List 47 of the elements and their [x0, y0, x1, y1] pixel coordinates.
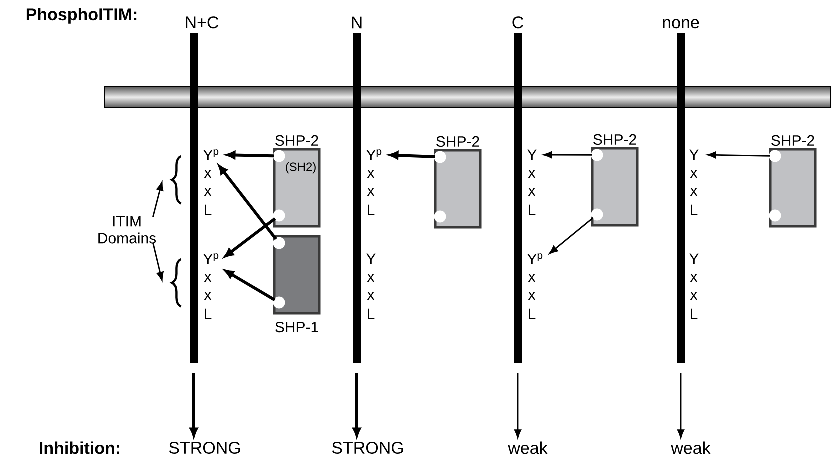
arrow [152, 182, 164, 218]
phosphatase-box: SHP-2 [434, 136, 482, 229]
binding-arrow [544, 152, 592, 159]
domain-label: ITIM Domains [98, 216, 156, 244]
arrow [152, 242, 164, 281]
outcome-label: weak [671, 442, 711, 454]
residue-label: Y [690, 254, 699, 264]
node-label: SHP-2 [276, 135, 318, 146]
brace [171, 155, 182, 205]
row-heading: PhosphoITIM: [26, 8, 137, 24]
phosphatase-box: SHP-2 [591, 134, 639, 227]
phosphatase-box: SHP-2 (SH2) [273, 135, 321, 228]
signal-arrow [678, 373, 684, 438]
node-label: SHP-2 [772, 135, 814, 146]
column-heading: none [663, 19, 700, 29]
binding-arrow [224, 270, 276, 302]
residue-label: Y$^{p}$ [528, 254, 543, 264]
residue-label: Y [528, 150, 537, 160]
binding-arrow [224, 218, 276, 258]
residue-label: Y [690, 150, 699, 160]
residue-label: Y$^{p}$ [366, 150, 382, 160]
outcome-label: STRONG [169, 442, 240, 454]
residue-label: x [204, 292, 212, 300]
residue-label: x [204, 274, 212, 282]
binding-arrow [708, 152, 770, 159]
phosphatase-box: SHP-2 [769, 135, 817, 228]
outcome-label: STRONG [332, 442, 404, 454]
column-heading: C [512, 16, 524, 29]
column-heading: N+C [186, 16, 219, 29]
residue-label: Y [366, 254, 376, 264]
row-heading: Inhibition: [40, 442, 120, 454]
node-label: SHP-2 [594, 134, 636, 146]
outcome-label: weak [508, 442, 548, 454]
column-heading: N [352, 16, 362, 29]
residue-label: Y$^{p}$ [204, 150, 219, 160]
residue-label: L [205, 204, 212, 216]
node-label: SHP-1 [276, 322, 318, 333]
node-label: SHP-2 [436, 136, 480, 148]
residue-label: x [204, 188, 212, 196]
residue-label: x [204, 170, 212, 178]
signal-arrow [514, 373, 522, 438]
binding-arrow [218, 165, 278, 240]
binding-arrow [549, 217, 594, 254]
residue-label: L [205, 308, 212, 320]
residue-label: Y$^{p}$ [204, 254, 219, 264]
brace [171, 258, 182, 308]
phosphatase-box: SHP-1 [273, 235, 321, 333]
